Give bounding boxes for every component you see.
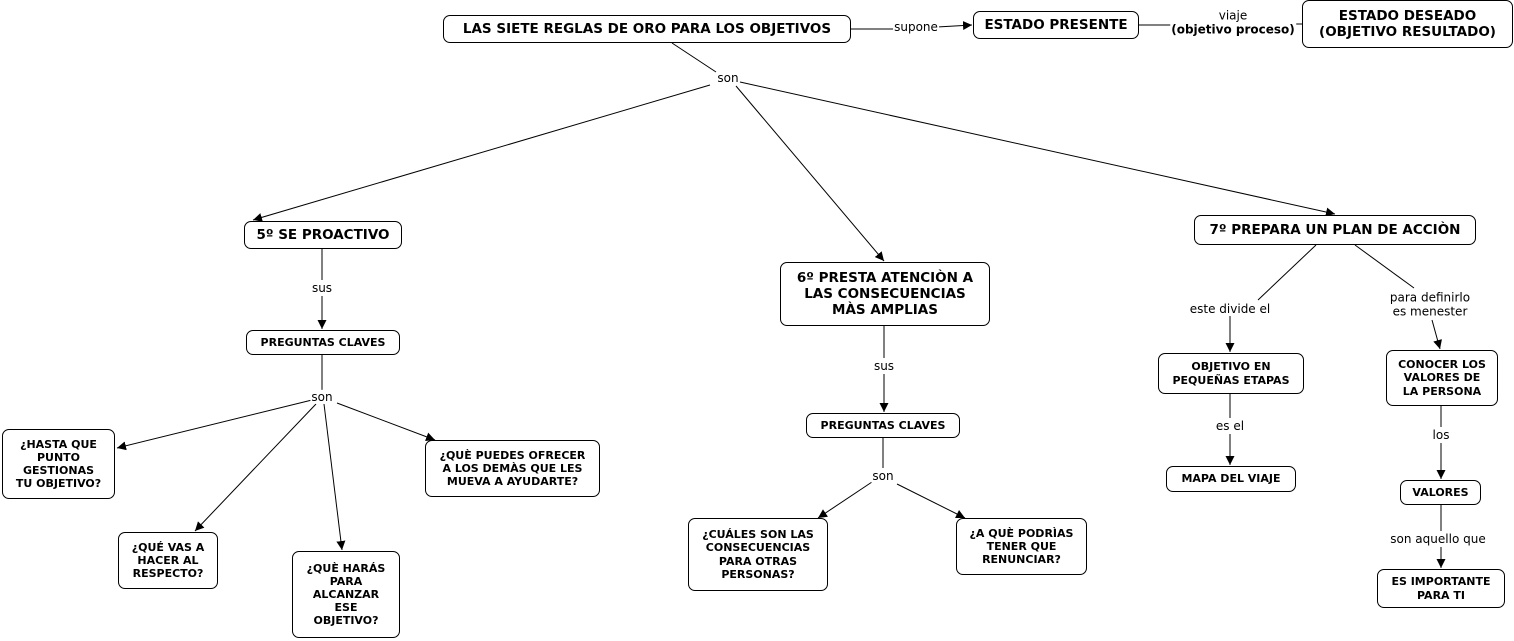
label-este-divide-el: este divide el bbox=[1188, 301, 1272, 317]
node-preguntas-claves-5[interactable]: PREGUNTAS CLAVES bbox=[246, 330, 400, 355]
label-son-6: son bbox=[871, 468, 895, 484]
node-preguntas-claves-6[interactable]: PREGUNTAS CLAVES bbox=[806, 413, 960, 438]
node-es-importante[interactable]: ES IMPORTANTE PARA TI bbox=[1377, 569, 1505, 608]
label-viaje: viaje (objetivo proceso) bbox=[1170, 8, 1296, 38]
node-objetivo-etapas[interactable]: OBJETIVO EN PEQUEÑAS ETAPAS bbox=[1158, 353, 1304, 394]
node-estado-deseado[interactable]: ESTADO DESEADO (OBJETIVO RESULTADO) bbox=[1302, 0, 1513, 48]
node-main-title[interactable]: LAS SIETE REGLAS DE ORO PARA LOS OBJETIV… bbox=[443, 15, 851, 43]
label-sus-5: sus bbox=[310, 280, 334, 296]
label-viaje-text: viaje bbox=[1218, 8, 1248, 23]
label-es-el: es el bbox=[1214, 418, 1246, 434]
node-mapa-del-viaje[interactable]: MAPA DEL VIAJE bbox=[1166, 466, 1296, 492]
node-question-que-haras[interactable]: ¿QUÈ HARÁS PARA ALCANZAR ESE OBJETIVO? bbox=[292, 551, 400, 638]
node-question-que-puedes-ofrecer[interactable]: ¿QUÈ PUEDES OFRECER A LOS DEMÀS QUE LES … bbox=[425, 440, 600, 497]
node-question-a-que-renunciar[interactable]: ¿A QUÈ PODRÌAS TENER QUE RENUNCIAR? bbox=[956, 518, 1087, 575]
label-son-aquello-que: son aquello que bbox=[1389, 531, 1487, 547]
node-question-que-vas-a-hacer[interactable]: ¿QUÉ VAS A HACER AL RESPECTO? bbox=[118, 532, 218, 589]
label-sus-6: sus bbox=[872, 358, 896, 374]
node-question-hasta-que-punto[interactable]: ¿HASTA QUE PUNTO GESTIONAS TU OBJETIVO? bbox=[2, 429, 115, 499]
node-rule-5[interactable]: 5º SE PROACTIVO bbox=[244, 221, 402, 249]
label-son-main: son bbox=[716, 70, 740, 86]
node-conocer-valores[interactable]: CONOCER LOS VALORES DE LA PERSONA bbox=[1386, 350, 1498, 406]
node-rule-7[interactable]: 7º PREPARA UN PLAN DE ACCIÒN bbox=[1194, 215, 1476, 245]
label-para-definirlo: para definirlo es menester bbox=[1388, 290, 1472, 320]
label-los: los bbox=[1431, 427, 1451, 443]
label-son-5: son bbox=[310, 389, 334, 405]
node-question-cuales-consecuencias[interactable]: ¿CUÁLES SON LAS CONSECUENCIAS PARA OTRAS… bbox=[688, 518, 828, 591]
node-rule-6[interactable]: 6º PRESTA ATENCIÒN A LAS CONSECUENCIAS M… bbox=[780, 262, 990, 326]
label-objetivo-proceso: (objetivo proceso) bbox=[1171, 23, 1295, 37]
label-supone: supone bbox=[893, 19, 939, 35]
node-valores[interactable]: VALORES bbox=[1400, 480, 1481, 505]
node-estado-presente[interactable]: ESTADO PRESENTE bbox=[973, 11, 1139, 39]
